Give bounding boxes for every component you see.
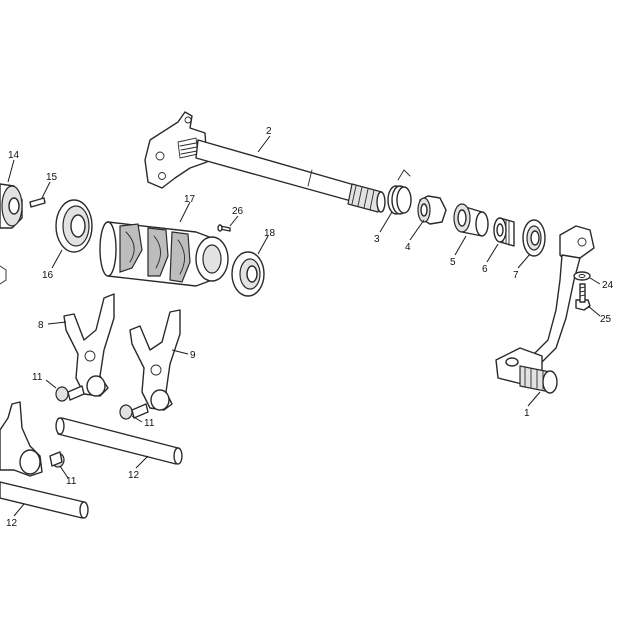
part-small-screw [217, 224, 231, 232]
part-shift-rod-upper [55, 417, 183, 465]
callout-12-upper: 12 [128, 470, 140, 481]
callout-4: 4 [405, 242, 411, 253]
callout-16: 16 [42, 270, 54, 281]
callout-26: 26 [232, 206, 244, 217]
callout-labels: 1 2 3 4 5 6 7 8 9 11 11 11 12 12 14 15 1… [6, 126, 614, 529]
part-shift-drum [99, 221, 229, 287]
callout-11-middle: 11 [144, 418, 155, 429]
callout-7: 7 [513, 270, 519, 281]
part-drum-bearing [55, 199, 93, 253]
callout-2: 2 [266, 126, 272, 137]
part-return-spring [387, 169, 412, 215]
callout-1: 1 [524, 408, 530, 419]
callout-24: 24 [602, 280, 614, 291]
part-bushing [453, 203, 489, 237]
callout-15: 15 [46, 172, 58, 183]
part-washer-and-bolt [573, 271, 591, 311]
callout-3: 3 [374, 234, 380, 245]
callout-25: 25 [600, 314, 612, 325]
part-needle-bearing [493, 217, 515, 247]
callout-11-left: 11 [32, 372, 43, 383]
part-drum-cap [0, 183, 23, 229]
callout-9: 9 [190, 350, 196, 361]
callout-12-lower: 12 [6, 518, 18, 529]
callout-6: 6 [482, 264, 488, 275]
part-shift-rod-lower [0, 481, 89, 519]
leader-lines [7, 135, 601, 517]
callout-18: 18 [264, 228, 276, 239]
part-shift-shaft [144, 111, 386, 213]
part-shift-fork-partial [0, 401, 65, 477]
callout-17: 17 [184, 194, 196, 205]
part-pin [29, 197, 46, 208]
callout-5: 5 [450, 257, 456, 268]
part-shift-fork-9 [119, 309, 181, 420]
part-drum-ring [231, 251, 265, 297]
callout-14: 14 [8, 150, 20, 161]
part-edge-fragment [0, 265, 7, 285]
part-collar [417, 195, 447, 225]
callout-8: 8 [38, 320, 44, 331]
part-oil-seal [522, 219, 546, 257]
callout-11-bottom: 11 [66, 476, 77, 487]
part-shift-fork-8 [55, 293, 115, 402]
